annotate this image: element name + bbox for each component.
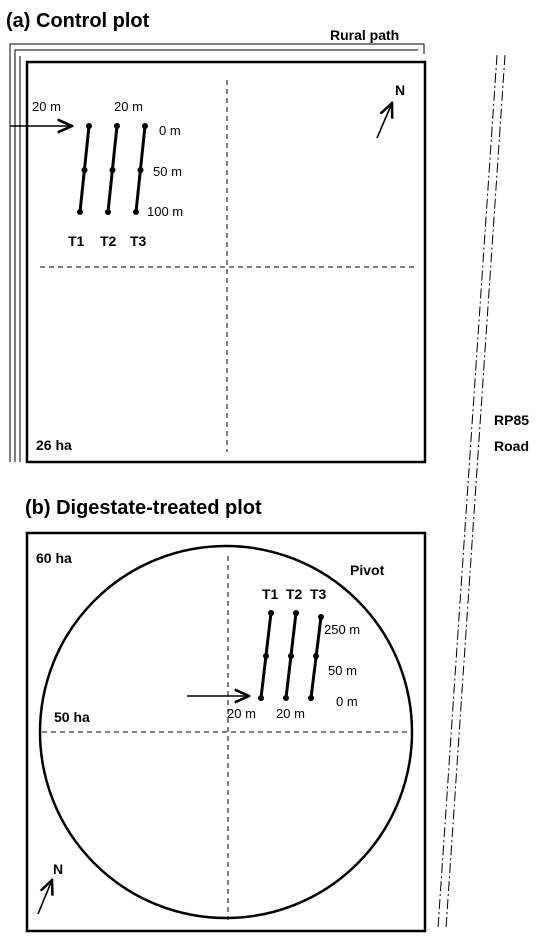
control-area-label: 26 ha (36, 437, 72, 453)
road-label-line1: RP85 (494, 412, 529, 428)
rural-path-label: Rural path (330, 27, 399, 43)
rural-path (9, 43, 425, 462)
control-distance-0: 0 m (159, 123, 181, 138)
panel-b-title: (b) Digestate-treated plot (25, 497, 262, 519)
control-spacing-right: 20 m (114, 99, 143, 114)
digestate-plot-boundary (25, 531, 427, 933)
control-transect-label-t2: T2 (100, 233, 117, 249)
road-label-line2: Road (494, 438, 529, 454)
control-distance-100: 100 m (147, 204, 183, 219)
pivot-label: Pivot (350, 562, 385, 578)
control-plot-boundary (25, 60, 427, 464)
control-distance-50: 50 m (153, 164, 182, 179)
digestate-north-label: N (53, 861, 63, 877)
digestate-sampling-points (258, 610, 324, 701)
digestate-distance-0: 0 m (336, 694, 358, 709)
control-north-label: N (395, 82, 405, 98)
control-transect-label-t1: T1 (68, 233, 85, 249)
digestate-transect-label-t3: T3 (310, 586, 327, 602)
digestate-distance-50: 50 m (328, 663, 357, 678)
digestate-spacing-left: 20 m (227, 706, 256, 721)
digestate-north-arrow-icon (37, 880, 52, 915)
digestate-area-inner: 50 ha (54, 709, 90, 725)
digestate-transect-label-t2: T2 (286, 586, 303, 602)
digestate-distance-250: 250 m (324, 622, 360, 637)
control-spacing-left: 20 m (32, 99, 61, 114)
control-transect-label-t3: T3 (130, 233, 147, 249)
digestate-transect-label-t1: T1 (262, 586, 279, 602)
digestate-area-outer: 60 ha (36, 550, 72, 566)
digestate-spacing-right: 20 m (276, 706, 305, 721)
control-north-arrow-icon (376, 103, 392, 139)
panel-a-title: (a) Control plot (6, 10, 150, 32)
road-rp85 (437, 54, 506, 929)
control-sampling-points (77, 123, 148, 215)
